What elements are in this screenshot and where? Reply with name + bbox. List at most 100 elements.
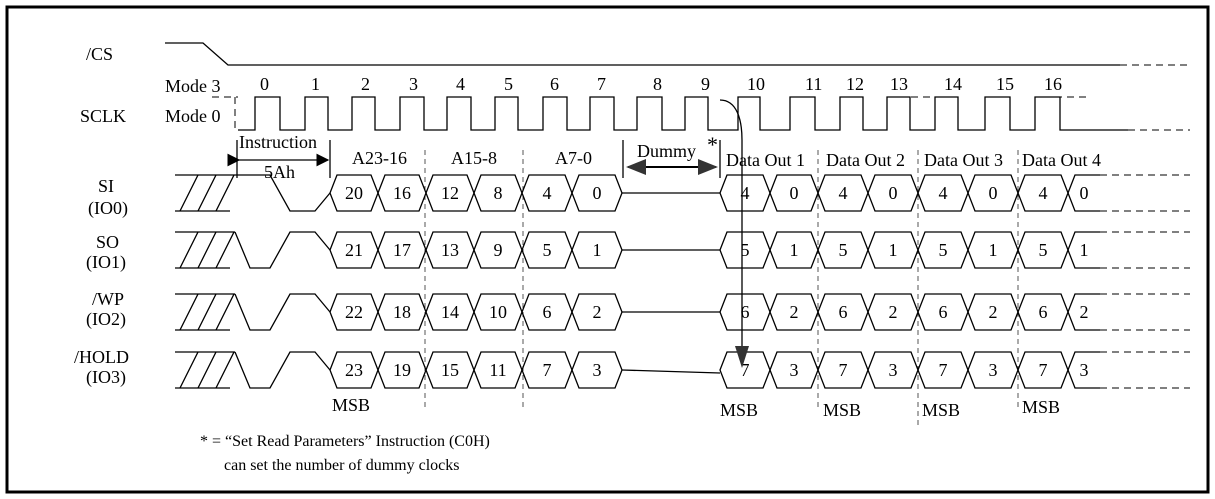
- address-bit-label: 22: [345, 302, 363, 322]
- data-bit-cell-open: [1067, 293, 1100, 313]
- diagram-frame: [5, 5, 1210, 494]
- io-bus-hatch: [215, 231, 235, 269]
- data-out-1-label: Data Out 1: [726, 150, 805, 170]
- clock-number: 4: [456, 74, 465, 94]
- io-bus-hatch: [215, 351, 235, 389]
- address-bit-label: 21: [345, 240, 363, 260]
- data-bit-label: 6: [741, 302, 750, 322]
- hold-io-label: (IO3): [86, 367, 126, 388]
- data-bit-label: 4: [741, 183, 750, 203]
- data-bit-label: 2: [790, 302, 799, 322]
- address-bit-label: 15: [441, 360, 459, 380]
- io-bus-hatch: [179, 174, 199, 212]
- msb-label-data-3: MSB: [922, 400, 960, 420]
- data-bit-label: 1: [1080, 240, 1089, 260]
- data-bit-label: 3: [989, 360, 998, 380]
- data-bit-label: 2: [1080, 302, 1089, 322]
- io-bus-instruction: [234, 231, 331, 269]
- io-bus-hatch: [215, 293, 235, 331]
- data-bit-label: 3: [1080, 360, 1089, 380]
- address-bit-label: 20: [345, 183, 363, 203]
- clock-number: 6: [550, 74, 559, 94]
- address-bit-label: 14: [441, 302, 459, 322]
- data-bit-label: 7: [1039, 360, 1048, 380]
- msb-label-data-2: MSB: [823, 400, 861, 420]
- data-bit-label: 0: [889, 183, 898, 203]
- clock-number: 1: [311, 74, 320, 94]
- io-bus-hatch: [179, 231, 199, 269]
- data-bit-label: 4: [839, 183, 848, 203]
- data-bit-label: 2: [889, 302, 898, 322]
- io-bus-instruction: [234, 351, 331, 389]
- clock-number: 2: [361, 74, 370, 94]
- so-io-label: (IO1): [86, 252, 126, 273]
- sclk-waveform: [238, 96, 1128, 131]
- wp-io-label: (IO2): [86, 309, 126, 330]
- clock-number: 12: [846, 74, 864, 94]
- address-bit-label: 5: [543, 240, 552, 260]
- msb-label-addr: MSB: [332, 395, 370, 415]
- data-bit-label: 1: [989, 240, 998, 260]
- address-bit-label: 17: [393, 240, 411, 260]
- address-bit-label: 1: [593, 240, 602, 260]
- clock-number: 10: [747, 74, 765, 94]
- data-out-2-label: Data Out 2: [826, 150, 905, 170]
- data-bit-label: 6: [939, 302, 948, 322]
- data-out-3-label: Data Out 3: [924, 150, 1003, 170]
- hold-label: /HOLD: [74, 347, 129, 367]
- address-bit-label: 9: [494, 240, 503, 260]
- clock-number: 13: [890, 74, 908, 94]
- address-bit-label: 16: [393, 183, 411, 203]
- io-bus-hatch: [179, 293, 199, 331]
- address-bit-label: 18: [393, 302, 411, 322]
- address-bit-label: 19: [393, 360, 411, 380]
- si-label: SI: [98, 176, 114, 196]
- data-bit-cell-open: [1067, 311, 1100, 331]
- data-bit-label: 7: [839, 360, 848, 380]
- data-out-4-label: Data Out 4: [1022, 150, 1101, 170]
- data-bit-label: 3: [889, 360, 898, 380]
- data-bit-label: 3: [790, 360, 799, 380]
- address-bit-label: 6: [543, 302, 552, 322]
- address-bit-label: 2: [593, 302, 602, 322]
- sclk-label: SCLK: [80, 106, 126, 126]
- address-bit-label: 23: [345, 360, 363, 380]
- data-bit-label: 5: [741, 240, 750, 260]
- io-bus-hatch: [197, 293, 217, 331]
- clock-number: 11: [805, 74, 822, 94]
- data-bit-cell-open: [1067, 192, 1100, 212]
- address-bit-label: 12: [441, 183, 459, 203]
- si-io-label: (IO0): [88, 198, 128, 219]
- data-bit-label: 1: [889, 240, 898, 260]
- cs-label: /CS: [86, 44, 113, 64]
- footnote-line-1: * = “Set Read Parameters” Instruction (C…: [200, 433, 490, 450]
- so-label: SO: [96, 232, 119, 252]
- data-bit-label: 7: [939, 360, 948, 380]
- sclk-to-data-arrow: [719, 99, 743, 352]
- io-bus-hatch: [179, 351, 199, 389]
- io-bus-hatch: [197, 174, 217, 212]
- clock-number: 15: [996, 74, 1014, 94]
- io-bus-hatch: [197, 231, 217, 269]
- addr-phase-2-label: A15-8: [451, 148, 497, 168]
- wp-label: /WP: [92, 289, 124, 309]
- clock-number: 9: [701, 74, 710, 94]
- data-bit-cell-open: [1067, 351, 1100, 371]
- data-bit-label: 0: [989, 183, 998, 203]
- data-bit-label: 0: [790, 183, 799, 203]
- clock-number: 14: [944, 74, 962, 94]
- data-bit-label: 5: [839, 240, 848, 260]
- data-bit-label: 4: [939, 183, 948, 203]
- data-bit-label: 4: [1039, 183, 1048, 203]
- clock-number: 0: [260, 74, 269, 94]
- io-bus-dummy: [621, 369, 721, 374]
- dummy-asterisk: *: [707, 132, 718, 157]
- footnote-line-2: can set the number of dummy clocks: [224, 457, 460, 474]
- data-bit-label: 5: [939, 240, 948, 260]
- clock-number: 7: [597, 74, 606, 94]
- instruction-label: Instruction: [239, 132, 317, 152]
